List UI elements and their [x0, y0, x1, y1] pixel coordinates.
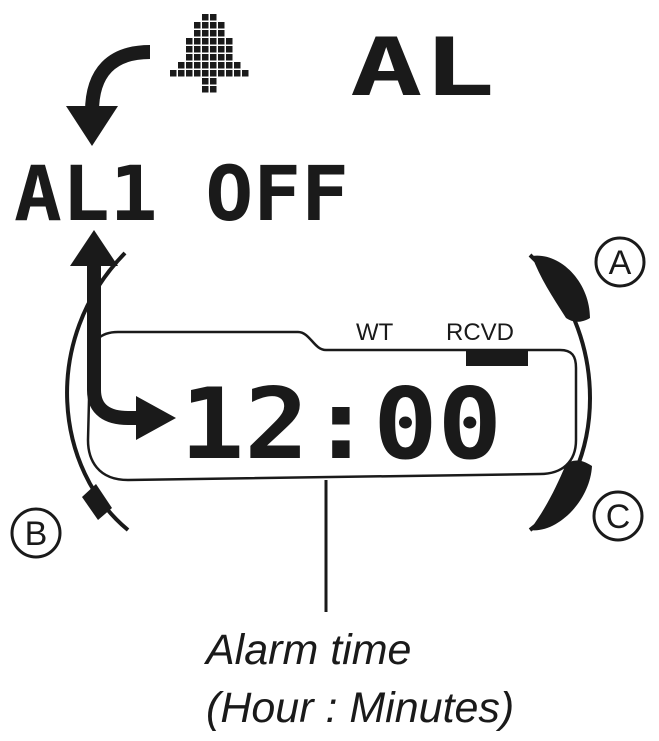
- bell-icon-dot: [202, 54, 209, 61]
- bell-icon-dot: [218, 22, 225, 29]
- rcvd-indicator: RCVD: [446, 319, 514, 346]
- bell-icon-dot: [202, 70, 209, 77]
- bell-icon-dot: [210, 54, 217, 61]
- bell-icon-dot: [218, 54, 225, 61]
- bell-icon-dot: [202, 14, 209, 21]
- bell-icon-dot: [226, 62, 233, 69]
- bell-icon-dot: [210, 70, 217, 77]
- alarm-status-text: AL1 OFF: [14, 149, 349, 238]
- wt-indicator: WT: [356, 319, 394, 346]
- bell-icon-dot: [226, 38, 233, 45]
- bell-icon-dot: [194, 70, 201, 77]
- bell-icon-dot: [218, 46, 225, 53]
- bell-icon-dot: [186, 46, 193, 53]
- button-a[interactable]: [532, 255, 590, 322]
- bell-icon-dot: [242, 70, 249, 77]
- bell-icon-dot: [210, 46, 217, 53]
- bell-icon-dot: [218, 62, 225, 69]
- bell-icon-dot: [202, 46, 209, 53]
- bell-icon-dot: [210, 86, 217, 93]
- bell-icon-dot: [186, 38, 193, 45]
- bell-icon-dot: [178, 70, 185, 77]
- caption-line1: Alarm time: [203, 626, 411, 674]
- bell-icon-dot: [210, 78, 217, 85]
- bell-icon-dot: [210, 30, 217, 37]
- bell-icon-dot: [234, 62, 241, 69]
- bell-icon-dot: [194, 38, 201, 45]
- caption-line2: (Hour : Minutes): [206, 684, 514, 732]
- button-c-label: C: [592, 490, 644, 542]
- svg-text:C: C: [606, 498, 631, 536]
- button-c[interactable]: [530, 460, 592, 531]
- bell-icon-dot: [210, 14, 217, 21]
- bell-icon-dot: [186, 54, 193, 61]
- curved-arrow-down-icon: [66, 45, 151, 146]
- bell-icon-dot: [194, 54, 201, 61]
- mode-label: AL: [350, 21, 495, 114]
- bell-icon-dot: [194, 30, 201, 37]
- bidirectional-arrow-icon: [70, 230, 176, 440]
- bell-icon-dot: [226, 54, 233, 61]
- bell-icon-dot: [218, 30, 225, 37]
- bell-icon-dot: [186, 62, 193, 69]
- svg-text:A: A: [609, 244, 632, 282]
- bell-icon-dot: [202, 22, 209, 29]
- bell-icon-dot: [226, 46, 233, 53]
- bell-icon-dot: [210, 22, 217, 29]
- bell-icon: [170, 14, 249, 93]
- rcvd-indicator-bar: [466, 350, 528, 366]
- svg-text:B: B: [25, 515, 48, 553]
- bell-icon-dot: [210, 38, 217, 45]
- bell-icon-dot: [202, 86, 209, 93]
- bell-icon-dot: [202, 62, 209, 69]
- bell-icon-dot: [202, 78, 209, 85]
- bell-icon-dot: [210, 62, 217, 69]
- bell-icon-dot: [194, 46, 201, 53]
- bell-icon-dot: [218, 70, 225, 77]
- bell-icon-dot: [170, 70, 177, 77]
- bell-icon-dot: [194, 62, 201, 69]
- bell-icon-dot: [234, 70, 241, 77]
- button-a-label: A: [594, 236, 646, 288]
- bell-icon-dot: [186, 70, 193, 77]
- bell-icon-dot: [202, 30, 209, 37]
- bell-icon-dot: [226, 70, 233, 77]
- bell-icon-dot: [178, 62, 185, 69]
- alarm-time-display: 12:00: [180, 368, 502, 482]
- button-b-label: B: [10, 507, 62, 559]
- bell-icon-dot: [202, 38, 209, 45]
- bell-icon-dot: [218, 38, 225, 45]
- bell-icon-dot: [194, 22, 201, 29]
- button-b[interactable]: [82, 484, 112, 520]
